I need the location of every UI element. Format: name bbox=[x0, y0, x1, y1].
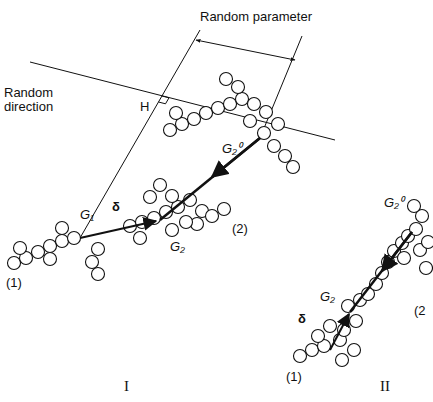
vector-label: δ bbox=[298, 312, 306, 326]
particle bbox=[420, 262, 433, 275]
particle bbox=[14, 242, 27, 255]
particle bbox=[324, 320, 337, 333]
particle bbox=[287, 161, 300, 174]
point-label: H bbox=[140, 100, 149, 114]
particle bbox=[279, 150, 292, 163]
particle bbox=[272, 118, 285, 131]
particle bbox=[134, 232, 147, 245]
particle bbox=[220, 73, 233, 86]
aggregate-number: (1) bbox=[286, 370, 302, 384]
particle bbox=[8, 257, 21, 270]
panel-number: I bbox=[124, 378, 129, 395]
particle bbox=[244, 115, 257, 128]
particle bbox=[294, 350, 307, 363]
delta-vector bbox=[330, 314, 349, 350]
particle bbox=[200, 107, 213, 120]
particle bbox=[44, 240, 57, 253]
particle bbox=[422, 236, 433, 249]
particle bbox=[68, 232, 81, 245]
particle bbox=[306, 344, 319, 357]
panel-number: II bbox=[380, 378, 390, 395]
aggregate-number: (1) bbox=[6, 276, 22, 290]
vector-label: δ bbox=[112, 200, 120, 214]
particle bbox=[268, 140, 281, 153]
particle bbox=[170, 107, 183, 120]
particle bbox=[92, 268, 105, 281]
particle bbox=[236, 93, 249, 106]
particle bbox=[348, 344, 361, 357]
particle bbox=[180, 216, 193, 229]
delta-vector bbox=[80, 221, 156, 238]
particle bbox=[206, 210, 219, 223]
particle bbox=[408, 200, 421, 213]
particle bbox=[136, 216, 149, 229]
direction-label: Random direction bbox=[4, 86, 68, 115]
particle bbox=[224, 98, 237, 111]
particle bbox=[312, 330, 325, 343]
particle bbox=[166, 224, 179, 237]
aggregate-number: (2) bbox=[232, 222, 248, 236]
particle bbox=[56, 235, 69, 248]
particle bbox=[166, 190, 179, 203]
particle bbox=[336, 354, 349, 367]
aggregate-number: (2 bbox=[414, 304, 426, 318]
particle bbox=[164, 124, 177, 137]
particle bbox=[188, 113, 201, 126]
translation-line bbox=[160, 138, 260, 220]
particle bbox=[144, 191, 157, 204]
particle bbox=[260, 106, 273, 119]
translation-arrow bbox=[212, 138, 260, 177]
extension-line bbox=[260, 36, 302, 138]
particle bbox=[248, 98, 261, 111]
particle bbox=[232, 81, 245, 94]
particle bbox=[350, 315, 363, 328]
extension-line bbox=[80, 30, 200, 238]
centroid-label: G₂ bbox=[320, 290, 335, 304]
particle bbox=[218, 203, 231, 216]
dimension-label: Random parameter bbox=[200, 10, 312, 24]
centroid-label: G₂⁰ bbox=[222, 142, 242, 156]
particle bbox=[92, 243, 105, 256]
translation-line bbox=[350, 232, 412, 312]
particle bbox=[212, 102, 225, 115]
particle bbox=[86, 256, 99, 269]
translation-arrow bbox=[382, 232, 412, 271]
particle bbox=[398, 252, 411, 265]
centroid-label: G₂ bbox=[170, 240, 185, 254]
centroid-label: G₂⁰ bbox=[384, 196, 404, 210]
particle bbox=[32, 246, 45, 259]
dimension-arrow bbox=[196, 40, 295, 60]
right-angle-mark bbox=[159, 96, 170, 104]
particle bbox=[56, 222, 69, 235]
particle bbox=[44, 253, 57, 266]
random-direction-line bbox=[30, 62, 335, 140]
centroid-label: G₁ bbox=[80, 208, 94, 222]
particle bbox=[154, 179, 167, 192]
